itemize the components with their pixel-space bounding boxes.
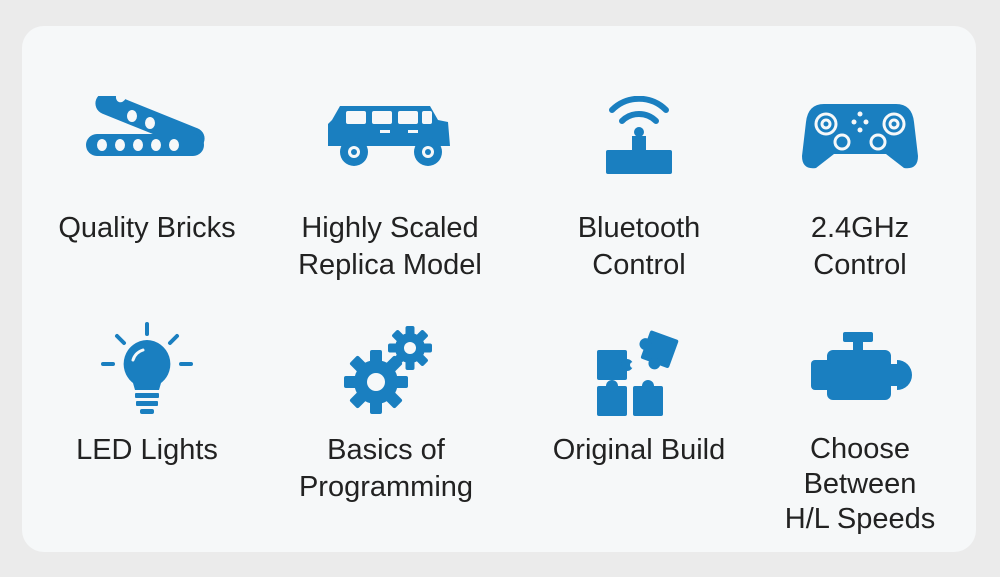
feature-label: Choose Between H/L Speeds <box>740 432 980 537</box>
feature-label-line: H/L Speeds <box>784 503 936 535</box>
feature-label: Basics of Programming <box>266 432 506 506</box>
feature-label: Quality Bricks <box>27 210 267 247</box>
gears-icon <box>344 326 432 414</box>
suv-car-icon <box>328 106 450 166</box>
feature-label-line: Replica Model <box>298 249 482 281</box>
feature-label: 2.4GHz Control <box>740 210 980 284</box>
feature-label-line: 2.4GHz <box>810 212 910 244</box>
feature-label-line: Choose <box>810 433 910 465</box>
feature-label-line: Highly Scaled <box>301 212 479 244</box>
gamepad-icon <box>802 104 918 169</box>
bluetooth-signal-icon <box>606 96 672 174</box>
feature-label-line: Control <box>592 249 686 281</box>
engine-icon <box>811 332 912 400</box>
light-bulb-icon <box>101 322 193 414</box>
feature-label: Bluetooth Control <box>519 210 759 284</box>
feature-label: Highly Scaled Replica Model <box>270 210 510 284</box>
feature-label-line: Basics of <box>327 434 445 466</box>
feature-label-line: Between <box>803 468 917 500</box>
feature-label-line: Control <box>813 249 907 281</box>
feature-label-line: Programming <box>298 471 474 503</box>
feature-label-line: Bluetooth <box>577 212 701 244</box>
puzzle-icon <box>597 330 679 416</box>
feature-label: Original Build <box>519 432 759 469</box>
bricks-icon <box>86 96 205 156</box>
feature-label-line: Quality Bricks <box>58 212 236 244</box>
feature-label-line: LED Lights <box>76 434 218 466</box>
feature-label-line: Original Build <box>552 434 726 466</box>
features-card: Quality Bricks <box>22 26 976 552</box>
feature-label: LED Lights <box>27 432 267 469</box>
